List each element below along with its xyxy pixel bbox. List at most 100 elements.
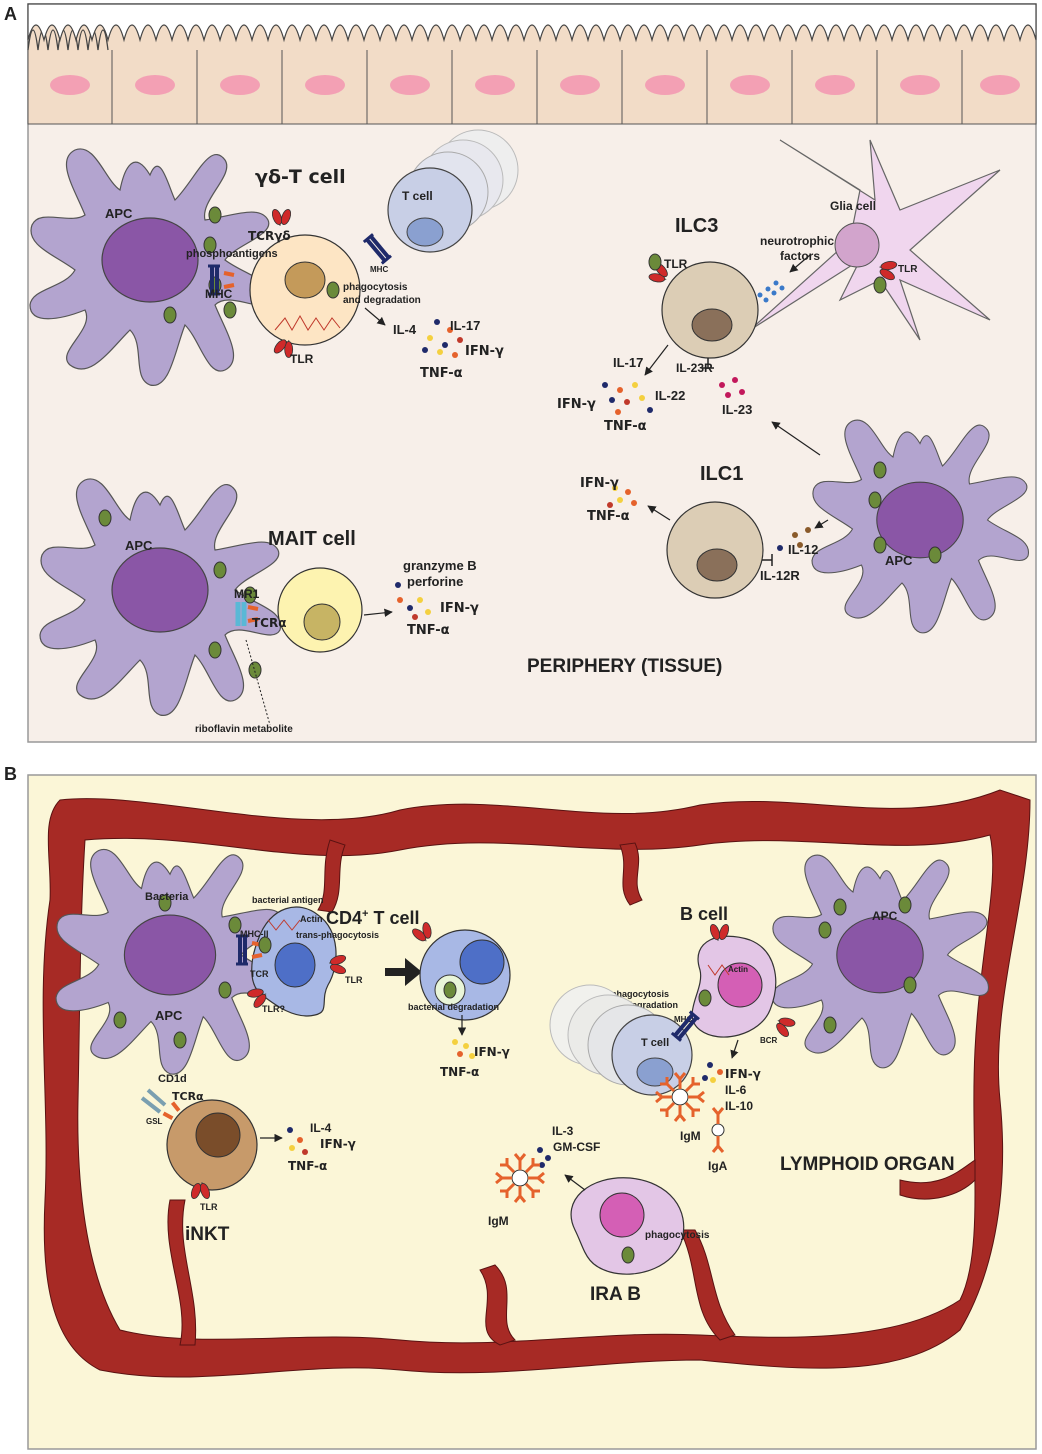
arrow-gd-cytokines bbox=[364, 307, 386, 326]
mr1-label: MR1 bbox=[234, 587, 260, 601]
epithelium-layer bbox=[27, 3, 1037, 125]
gsl-label: GSL bbox=[146, 1117, 163, 1126]
cytokine-dots-inkt bbox=[287, 1127, 308, 1155]
neurotrophic-label-1: neurotrophic bbox=[760, 234, 834, 248]
b-cell-nucleus bbox=[717, 962, 763, 1008]
neurotrophic-label-2: factors bbox=[780, 249, 820, 263]
arrow-apc-il23 bbox=[771, 421, 821, 456]
phago-label-1: phagocytosis bbox=[343, 282, 408, 293]
cd4-t-nucleus bbox=[459, 939, 505, 985]
ilc3-nucleus bbox=[691, 308, 733, 342]
trans-label: trans-phagocytosis bbox=[296, 930, 379, 940]
t-cell-label-a: T cell bbox=[402, 189, 433, 203]
gd-t-nucleus bbox=[284, 261, 326, 299]
ira-b-title: IRA B bbox=[590, 1284, 641, 1305]
actin-label-b-cell: Actin bbox=[728, 965, 748, 974]
tlr-label-cd4: TLR bbox=[345, 975, 363, 985]
arrow-neuro bbox=[789, 254, 811, 273]
bacteria-label: Bacteria bbox=[145, 891, 189, 903]
arrow-b-cytokines bbox=[730, 1039, 739, 1059]
il12-label: IL-12 bbox=[788, 542, 818, 557]
iga-label: IgA bbox=[708, 1159, 728, 1173]
arrow-mait-cytokines bbox=[363, 608, 393, 617]
il23-label: IL-23 bbox=[722, 402, 752, 417]
phago-label-2: and degradation bbox=[343, 295, 421, 306]
arrow-ira-b bbox=[564, 1174, 586, 1191]
il6-label: IL-6 bbox=[725, 1083, 747, 1097]
il17-label-ilc3: IL-17 bbox=[613, 355, 643, 370]
cytokine-dots-ira bbox=[537, 1147, 551, 1168]
mhc-small-label-a: MHC bbox=[370, 265, 388, 274]
bact-antigen-label: bacterial antigen bbox=[252, 895, 324, 905]
granzyme-label: granzyme B bbox=[403, 558, 477, 573]
apc-label-gd: APC bbox=[105, 206, 133, 221]
ilc3-title: ILC3 bbox=[675, 215, 718, 237]
ifng-label-ilc1: IFN-γ bbox=[580, 476, 619, 491]
cytokine-dots-cd4 bbox=[452, 1039, 475, 1059]
gd-t-cell-title: γδ-T cell bbox=[255, 166, 346, 188]
tlr-label-gd: TLR bbox=[290, 352, 314, 366]
bacteria-ilc3 bbox=[648, 253, 662, 271]
il3-label: IL-3 bbox=[552, 1124, 574, 1138]
t-cell-stack-a bbox=[387, 129, 519, 253]
riboflavin-line bbox=[245, 639, 271, 726]
il23r-label: IL-23R bbox=[676, 361, 713, 375]
b-cell-title: B cell bbox=[680, 904, 728, 924]
actin-b-cell bbox=[707, 964, 730, 976]
iga-antibody bbox=[711, 1107, 725, 1153]
glia-label: Glia cell bbox=[830, 199, 876, 213]
perforine-label: perforine bbox=[407, 574, 463, 589]
ifng-label-inkt: IFN-γ bbox=[320, 1137, 356, 1151]
cd4-contact-nucleus bbox=[274, 942, 316, 988]
bacteria-b-cell bbox=[698, 989, 712, 1007]
il4-label-a: IL-4 bbox=[393, 322, 417, 337]
tcr-gd-label: TCRγδ bbox=[248, 229, 291, 243]
ilc1-title: ILC1 bbox=[700, 463, 743, 485]
cd4-title: CD4+ T cell bbox=[326, 908, 419, 928]
il12r-receptor bbox=[762, 554, 773, 566]
il10-label: IL-10 bbox=[725, 1099, 753, 1113]
bacteria-degraded bbox=[443, 981, 457, 999]
ifng-label-mait: IFN-γ bbox=[440, 601, 479, 616]
apc-label-mait: APC bbox=[125, 538, 153, 553]
phagocytosed-bacterium bbox=[326, 281, 340, 299]
b-phago-label-2: and degradation bbox=[608, 1000, 678, 1010]
arrow-apc-il12 bbox=[814, 519, 829, 529]
apc-label-b-right: APC bbox=[872, 909, 898, 923]
degradation-label: bacterial degradation bbox=[408, 1002, 499, 1012]
ifng-label-a: IFN-γ bbox=[465, 344, 504, 359]
tnfa-label-a: TNF-α bbox=[420, 366, 463, 381]
bacteria-ira-b bbox=[621, 1246, 635, 1264]
tnfa-label-cd4: TNF-α bbox=[440, 1065, 479, 1079]
lymphoid-vessel-network bbox=[42, 789, 1031, 1378]
mr1-receptor bbox=[235, 602, 247, 626]
il4-label-inkt: IL-4 bbox=[310, 1121, 332, 1135]
il23r-receptor bbox=[702, 358, 714, 369]
arrow-cd4-big bbox=[385, 958, 422, 986]
phosphoantigens-label: phosphoantigens bbox=[186, 248, 278, 260]
tcra-label-inkt: TCRα bbox=[172, 1090, 204, 1103]
tcr-label-b: TCR bbox=[250, 969, 269, 979]
ifng-label-ilc3: IFN-γ bbox=[557, 397, 596, 412]
inkt-title: iNKT bbox=[185, 1224, 230, 1245]
tnfa-label-ilc1: TNF-α bbox=[587, 509, 630, 524]
igm-label-ira: IgM bbox=[488, 1214, 509, 1228]
lymphoid-title: LYMPHOID ORGAN bbox=[780, 1154, 955, 1175]
mhc2-label: MHC-II bbox=[240, 929, 269, 939]
il12r-label: IL-12R bbox=[760, 568, 800, 583]
cytokine-dots-gd bbox=[422, 319, 463, 358]
actin-filaments-b bbox=[267, 919, 301, 931]
cytokine-dots-b bbox=[702, 1062, 723, 1083]
glia-nucleus bbox=[834, 222, 880, 268]
bcr-label: BCR bbox=[760, 1036, 778, 1045]
cd1d-receptor bbox=[140, 1088, 167, 1114]
arrow-ilc3-cytokines bbox=[644, 344, 669, 376]
apc-label-right: APC bbox=[885, 553, 913, 568]
t-cell-stack-b bbox=[549, 984, 693, 1096]
cytokine-dots-ilc3 bbox=[602, 382, 653, 415]
tnfa-label-inkt: TNF-α bbox=[288, 1159, 327, 1173]
cytokine-dots-mait bbox=[395, 582, 431, 620]
cytokine-dots-ilc1 bbox=[607, 485, 637, 508]
mhc-label-b-cell: MHC bbox=[674, 1015, 692, 1024]
